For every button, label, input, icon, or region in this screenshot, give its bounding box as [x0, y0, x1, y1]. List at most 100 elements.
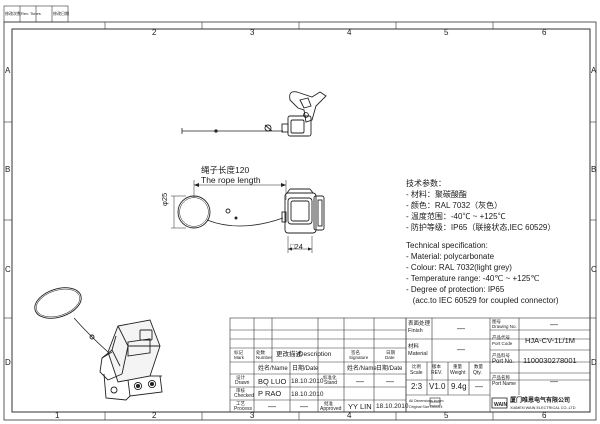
row-label: A	[591, 66, 597, 75]
date-header-2: 日期/Date	[376, 366, 403, 372]
isometric-view-drawing	[34, 287, 163, 401]
col-label: 6	[542, 411, 547, 420]
projection-symbol	[429, 397, 441, 407]
weight-label-en: Weight	[450, 370, 466, 376]
drawn-label-cn: 设计	[236, 375, 245, 380]
tech-spec-cn: 技术参数： - 材料：聚碳酸酯 - 颜色：RAL 7032（灰色） - 温度范围…	[406, 178, 555, 233]
outer-frame	[3, 21, 597, 421]
scale-label-cn: 比例	[412, 364, 421, 369]
rev-label-en: REV.	[431, 370, 443, 376]
rev-col-2: Rev. Times	[21, 11, 41, 16]
row-label: C	[591, 265, 597, 274]
main-view-drawing	[171, 180, 325, 253]
svg-text:WAIN: WAIN	[494, 402, 507, 408]
checked-date: 18.10.2010	[291, 391, 324, 398]
drawing-no-label-en: Drawing No.	[492, 324, 517, 329]
material-label-en: Material	[408, 351, 428, 357]
company-name-cn: 厦门唯恩电气有限公司	[510, 398, 571, 404]
name-header-2: 姓名/Name	[347, 366, 377, 372]
dims-note-1: All Dimensions in mm	[409, 399, 444, 403]
col-label: 6	[542, 28, 547, 37]
weight-label-cn: 重量	[453, 364, 462, 369]
rope-length-en: The rope length	[201, 175, 261, 185]
drawn-name: BQ LUO	[258, 377, 287, 386]
mark-label-en: Mark	[234, 355, 244, 360]
drawn-label-en: Drawn	[235, 380, 250, 386]
standard-label-en: Stand	[324, 380, 338, 386]
row-label: B	[5, 165, 11, 174]
dim-diameter: φ25	[160, 192, 169, 206]
scale-label-en: Scale	[410, 370, 423, 376]
tech-spec-en: Technical specification: - Material: pol…	[406, 240, 559, 306]
col-label: 5	[444, 411, 449, 420]
spec-cn-line: - 颜色：RAL 7032（灰色）	[406, 201, 503, 210]
number-label-en: Number	[256, 355, 273, 360]
standard-value: —	[356, 377, 364, 386]
col-label: 1	[55, 411, 60, 420]
checked-label-en: Checked	[234, 393, 254, 399]
approved-date: 18.10.2010	[376, 403, 409, 410]
finish-value: —	[457, 324, 465, 333]
spec-cn-line: - 防护等级：IP65（联接状态,IEC 60529）	[406, 223, 556, 232]
rev-value: V1.0	[429, 382, 446, 391]
col-label: 2	[152, 28, 157, 37]
column-ticks	[4, 22, 596, 420]
port-no-value: 1100030278001	[523, 356, 577, 365]
port-name-value: —	[550, 377, 558, 386]
process-name: —	[268, 402, 276, 411]
rev-label-cn: 版本	[432, 364, 441, 369]
col-label: 4	[347, 411, 352, 420]
spec-en-title: Technical specification:	[406, 241, 488, 250]
col-label: 3	[250, 28, 255, 37]
mark-label: 标记	[234, 350, 243, 355]
spec-en-line: - Temperature range: -40℃ ~ +125℃	[406, 274, 540, 283]
spec-en-line: (acc.to IEC 60529 for coupled connector)	[406, 296, 559, 305]
finish-label-cn: 表面处理	[408, 321, 431, 327]
col-label: 3	[250, 411, 255, 420]
spec-en-line: - Degree of protection: IP65	[406, 285, 505, 294]
col-label: 5	[444, 28, 449, 37]
changes-label-en: /Description	[297, 351, 332, 358]
company-logo: WAIN	[491, 397, 507, 409]
top-view-drawing	[181, 91, 327, 137]
standard-date: —	[386, 377, 394, 386]
scale-value: 2:3	[411, 382, 423, 391]
material-value: —	[457, 345, 465, 354]
row-label: C	[5, 265, 11, 274]
drawn-date: 18.10.2010	[291, 378, 324, 385]
process-label-en: Process	[234, 406, 253, 412]
col-label: 4	[347, 28, 352, 37]
port-code-value: HJA-CV-1L/1M	[525, 336, 576, 345]
date-header: 日期/Date	[292, 366, 319, 372]
port-code-label-en: Port Code	[492, 341, 513, 346]
name-header: 姓名/Name	[258, 366, 288, 372]
port-name-label-cn: 产品名称	[492, 375, 510, 380]
changes-label: 更改描述	[276, 351, 302, 358]
dims-note-2: Original Size DIN A 4	[409, 405, 443, 409]
port-code-label-cn: 产品代号	[492, 335, 510, 340]
number-label: 处数	[256, 350, 265, 355]
finish-label-en: Finish	[408, 328, 423, 334]
spec-cn-line: - 材料：聚碳酸酯	[406, 190, 467, 199]
rev-col-3: 修改日期	[53, 11, 69, 16]
checked-label-cn: 审核	[236, 388, 245, 393]
qty-value: —	[475, 382, 483, 391]
row-label: D	[5, 358, 11, 367]
checked-name: P RAO	[258, 389, 282, 398]
standard-label-cn: 标准化	[323, 375, 337, 380]
approved-label-cn: 批准	[324, 401, 333, 406]
process-date: —	[300, 402, 308, 411]
drawing-no-value: —	[550, 320, 558, 329]
approved-name: YY LIN	[348, 402, 372, 411]
material-label-cn: 材料	[408, 344, 420, 350]
approved-label-en: Approved	[320, 406, 342, 412]
row-label: B	[591, 165, 597, 174]
qty-label-en: Qty.	[473, 370, 482, 376]
rope-length-cn: 绳子长度120	[201, 165, 250, 175]
dim-width: □24	[290, 242, 303, 251]
weight-value: 9.4g	[451, 382, 467, 391]
drawing-no-label-cn: 图号	[492, 319, 501, 324]
process-label-cn: 工艺	[236, 401, 245, 406]
date-label: 日期	[386, 350, 395, 355]
